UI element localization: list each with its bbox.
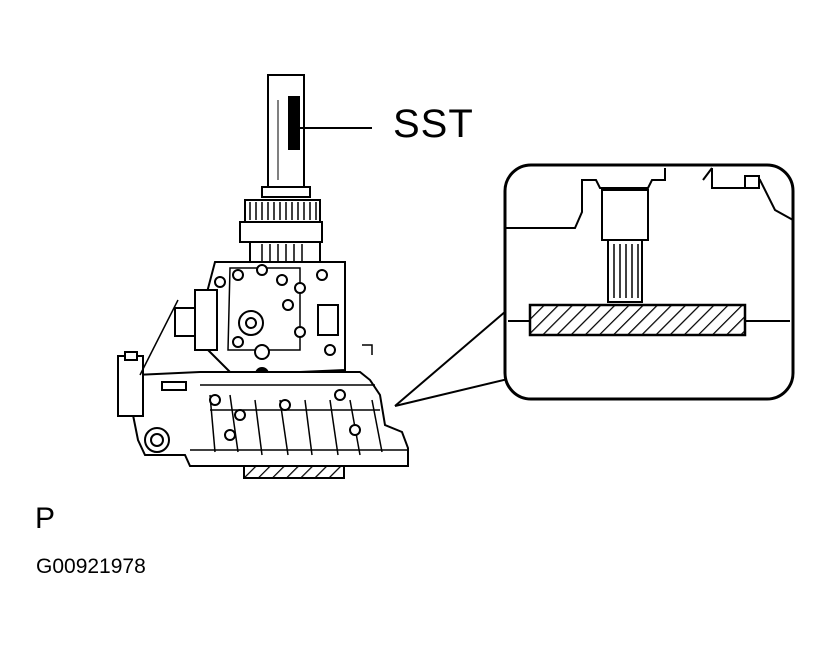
transaxle-case — [117, 299, 409, 467]
press-plate — [243, 465, 345, 479]
inset-press-plate — [528, 303, 747, 337]
figure-id: G00921978 — [36, 555, 146, 578]
sst-tool — [261, 74, 311, 198]
detail-inset — [503, 163, 795, 401]
upper-housing — [174, 261, 346, 381]
gear-stack — [239, 199, 323, 267]
view-letter: P — [35, 502, 56, 535]
zoom-leader-lines — [394, 310, 513, 407]
sst-label: SST — [393, 102, 474, 146]
